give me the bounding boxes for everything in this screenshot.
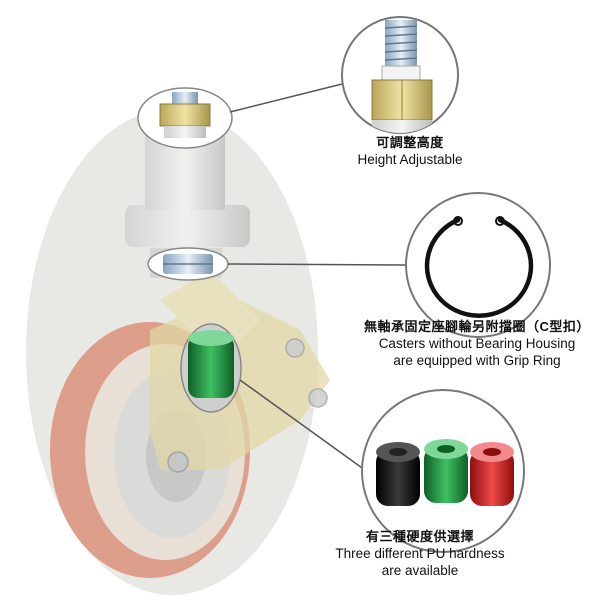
inline-ring-circle (147, 247, 229, 281)
feature-title-zh: 有三種硬度供選擇 (365, 529, 474, 544)
pu-roller-red (470, 442, 514, 506)
feature-label-ring: 無軸承固定座腳輪另附擋圈（C型扣） Casters without Bearin… (352, 318, 600, 369)
feature-title-zh: 無軸承固定座腳輪另附擋圈（C型扣） (364, 319, 590, 334)
feature-title-en-2: are available (381, 563, 459, 578)
inline-nut-circle (137, 87, 233, 149)
feature-title-zh: 可調整高度 (376, 135, 444, 150)
pu-roller-icon (361, 389, 525, 553)
magnifier-circle-icon (341, 16, 459, 134)
feature-label-height: 可調整高度 Height Adjustable (330, 134, 490, 168)
pu-roller-green (424, 439, 468, 503)
feature-title-en: Three different PU hardness (335, 546, 505, 561)
inline-roller-circle (180, 323, 242, 413)
feature-title-en: Height Adjustable (357, 152, 463, 167)
c-ring-icon (405, 192, 551, 338)
feature-label-hardness: 有三種硬度供選擇 Three different PU hardness are… (330, 528, 510, 579)
pu-roller-black (376, 442, 420, 506)
callout-lines (227, 83, 407, 479)
feature-title-en: Casters without Bearing Housing (378, 336, 576, 351)
feature-title-en-2: are equipped with Grip Ring (393, 353, 561, 368)
